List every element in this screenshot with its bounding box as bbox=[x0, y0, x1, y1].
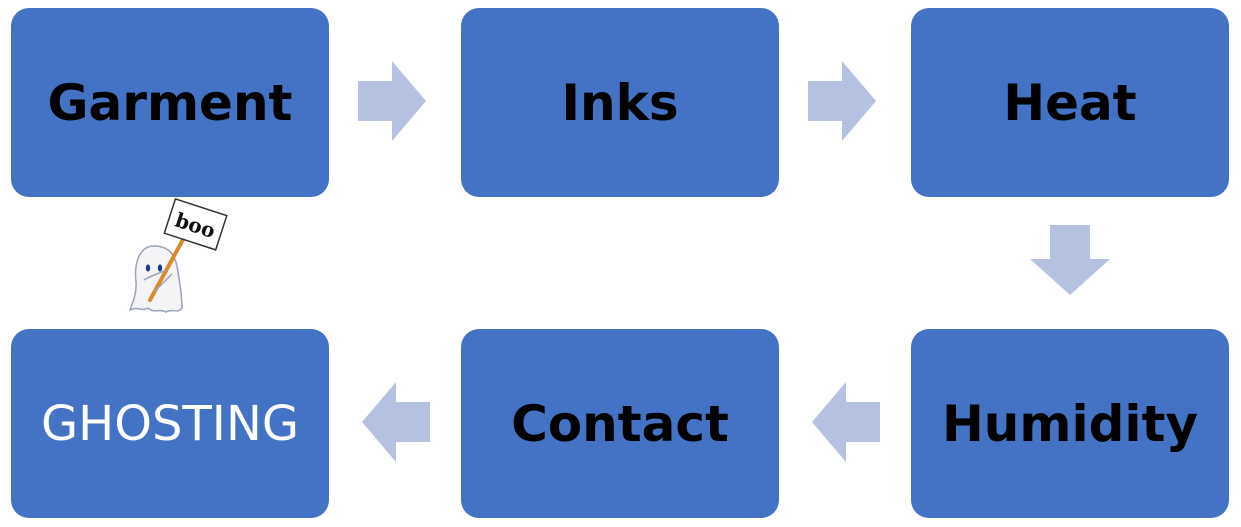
arrow-down-icon bbox=[1030, 225, 1110, 295]
box-contact: Contact bbox=[461, 329, 779, 518]
box-humidity: Humidity bbox=[911, 329, 1229, 518]
box-humidity-label: Humidity bbox=[941, 394, 1199, 453]
box-ghosting: GHOSTING bbox=[11, 329, 329, 518]
ghost-icon: boo bbox=[128, 197, 228, 313]
box-heat: Heat bbox=[911, 8, 1229, 197]
arrow-right-icon bbox=[808, 61, 876, 141]
arrow-left-icon bbox=[812, 382, 880, 462]
box-garment: Garment bbox=[11, 8, 329, 197]
box-inks: Inks bbox=[461, 8, 779, 197]
box-contact-label: Contact bbox=[511, 394, 729, 453]
box-inks-label: Inks bbox=[561, 73, 679, 132]
arrow-right-icon bbox=[358, 61, 426, 141]
arrow-left-icon bbox=[362, 382, 430, 462]
box-garment-label: Garment bbox=[47, 73, 293, 132]
box-heat-label: Heat bbox=[1003, 73, 1137, 132]
box-ghosting-label: GHOSTING bbox=[40, 395, 300, 452]
